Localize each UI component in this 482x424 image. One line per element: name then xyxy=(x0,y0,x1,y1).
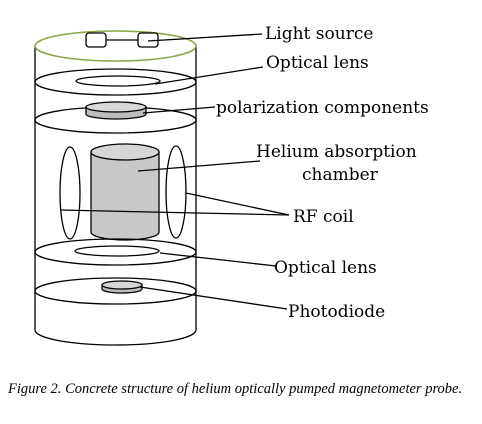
polarization-components xyxy=(34,101,197,134)
rf-coil-left xyxy=(59,146,81,240)
leader-photodiode xyxy=(139,286,288,310)
caption-prefix: Figure 2. xyxy=(8,381,62,397)
light-source xyxy=(85,32,159,48)
label-helium-line2: chamber xyxy=(302,165,379,185)
leader-light-source xyxy=(147,33,263,42)
leader-rf-coil-right xyxy=(185,192,290,216)
figure-caption: Figure 2. Concrete structure of helium o… xyxy=(8,381,476,398)
label-helium-line1: Helium absorption xyxy=(256,142,417,162)
optical-lens-top xyxy=(34,68,197,96)
leader-optical-lens-top xyxy=(154,66,264,85)
label-optical-lens-bottom: Optical lens xyxy=(274,258,377,278)
leader-rf-coil-left xyxy=(59,209,290,216)
leader-lines xyxy=(59,33,290,310)
cylinder-top-rim xyxy=(34,30,197,62)
leader-optical-lens-bottom xyxy=(159,252,277,267)
label-light-source: Light source xyxy=(265,24,373,44)
leader-helium xyxy=(137,160,261,172)
rf-coil-right xyxy=(165,145,187,239)
probe-cylinder xyxy=(34,46,197,346)
caption-text: Concrete structure of helium optically p… xyxy=(65,381,463,397)
leader-polarization xyxy=(142,106,216,114)
label-photodiode: Photodiode xyxy=(288,302,385,322)
photodiode xyxy=(34,277,197,305)
label-polarization-components: polarization components xyxy=(216,98,429,118)
label-optical-lens-top: Optical lens xyxy=(266,53,369,73)
label-rf-coil: RF coil xyxy=(293,207,354,227)
helium-absorption-chamber xyxy=(90,143,160,241)
optical-lens-bottom xyxy=(34,238,197,266)
